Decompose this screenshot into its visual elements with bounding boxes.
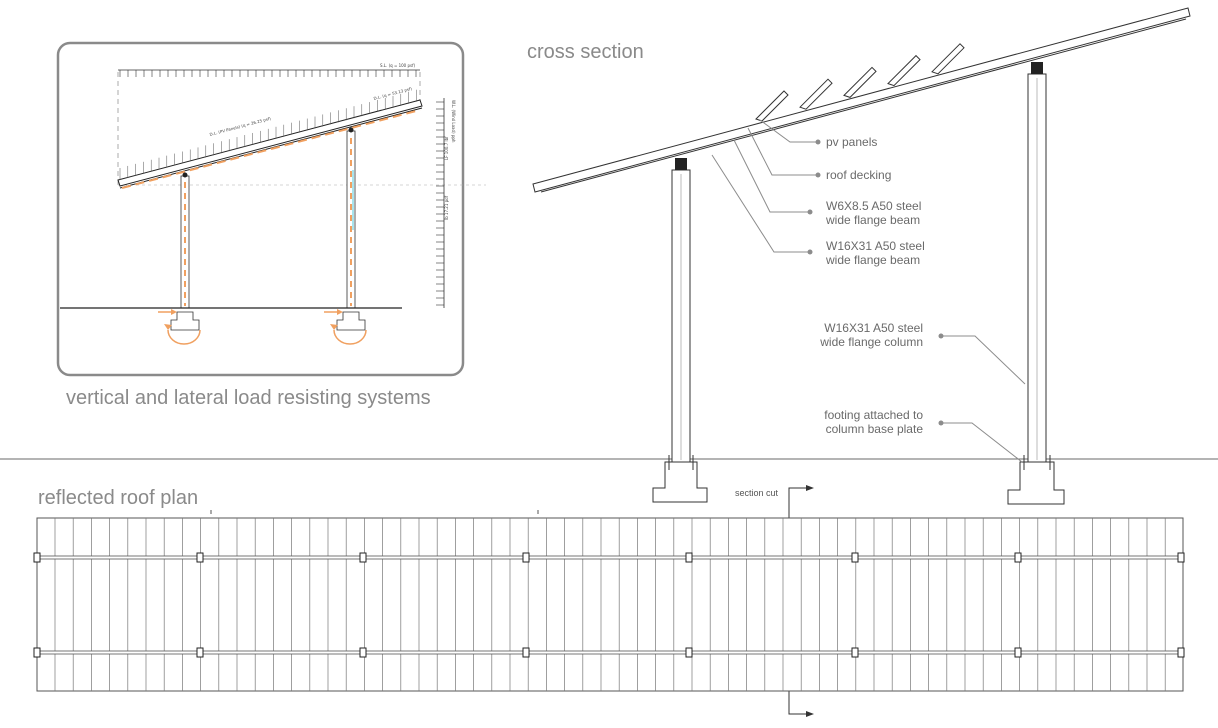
column-cap xyxy=(348,127,354,133)
callout-beam-small-line2: wide flange beam xyxy=(825,213,920,227)
pv-panel-row xyxy=(755,43,965,122)
beam-cap-tall xyxy=(1031,62,1043,74)
beam-line-upper xyxy=(36,555,1184,560)
section-cut-label: section cut xyxy=(735,488,779,498)
leader-beam-small xyxy=(733,139,810,213)
callout-pv-panels: pv panels xyxy=(826,135,877,149)
leader-dot xyxy=(815,139,821,145)
callout-beam-large-line1: W16X31 A50 steel xyxy=(826,239,925,253)
inset-footing-left xyxy=(170,311,200,331)
leader-dot xyxy=(815,172,821,178)
pv-panel xyxy=(931,43,965,75)
inset-roof xyxy=(117,99,423,187)
callout-beam-small-line1: W6X8.5 A50 steel xyxy=(826,199,921,213)
moment-reaction-arc xyxy=(333,329,367,345)
pv-panel xyxy=(887,54,921,87)
plan-column xyxy=(196,552,204,563)
beam-line-lower xyxy=(36,650,1184,655)
load-path-roof xyxy=(121,109,421,189)
arrowhead xyxy=(337,309,343,315)
footing-short xyxy=(652,461,708,503)
plan-column xyxy=(33,552,41,563)
leader-roof-decking xyxy=(747,127,818,176)
plan-column xyxy=(359,552,367,563)
arrowhead xyxy=(171,309,177,315)
plan-column xyxy=(522,647,530,658)
wind-force-a: LF 100.7 lbf xyxy=(444,136,449,160)
load-diagram-inset: S.L. (q = 100 psf) D.L. (q = 53.13 psf) … xyxy=(56,41,486,377)
plan-column xyxy=(685,647,693,658)
dead-load-arrows xyxy=(119,89,417,180)
moment-reaction-arc xyxy=(167,329,201,345)
column-cap xyxy=(182,172,188,178)
plan-column xyxy=(1177,647,1185,658)
arrowhead xyxy=(330,324,338,330)
pv-panel xyxy=(799,78,833,110)
inset-footing-right xyxy=(336,311,366,331)
plan-column xyxy=(196,647,204,658)
section-cut-arrow xyxy=(806,485,814,491)
plan-column xyxy=(685,552,693,563)
wind-load-label: W.L. (Wind Load) pph xyxy=(451,100,456,143)
inset-frame xyxy=(56,41,465,377)
leader-column xyxy=(941,335,1026,385)
leader-footing xyxy=(941,422,1023,463)
plan-column xyxy=(522,552,530,563)
section-cut-arrow xyxy=(806,711,814,717)
leader-dot xyxy=(807,249,813,255)
snow-load-label: S.L. (q = 100 psf) xyxy=(380,63,416,68)
arrowhead xyxy=(164,324,172,330)
beam-cap-short xyxy=(675,158,687,170)
plan-column xyxy=(1177,552,1185,563)
roof-decking xyxy=(532,7,1191,193)
leader-pv-panels xyxy=(759,119,818,143)
wind-load-arrows xyxy=(436,101,444,306)
roof-plan-title: reflected roof plan xyxy=(38,487,198,509)
leader-dot xyxy=(938,420,944,426)
plan-column xyxy=(33,647,41,658)
plan-column xyxy=(1014,647,1022,658)
footing-tall xyxy=(1007,461,1065,505)
load-systems-title: vertical and lateral load resisting syst… xyxy=(66,387,431,409)
snow-load-arrows xyxy=(119,70,417,77)
callout-footing-line2: column base plate xyxy=(826,422,924,436)
roof-underside xyxy=(540,18,1187,193)
leader-dot xyxy=(938,333,944,339)
roof-plan-drawing xyxy=(33,510,1185,692)
plan-columns xyxy=(33,552,1185,658)
pv-panel xyxy=(843,66,877,98)
callout-column-line1: W16X31 A50 steel xyxy=(824,321,923,335)
leader-dot xyxy=(807,209,813,215)
wind-force-b: lb 17.21 pdf xyxy=(444,195,449,220)
deck-ribs xyxy=(54,518,1166,691)
plan-column xyxy=(851,552,859,563)
plan-column xyxy=(359,647,367,658)
cross-section-title: cross section xyxy=(527,41,644,63)
callout-beam-large-line2: wide flange beam xyxy=(825,253,920,267)
roof-plan-outline xyxy=(36,517,1184,692)
callout-roof-decking: roof decking xyxy=(826,168,891,182)
callout-footing-line1: footing attached to xyxy=(824,408,923,422)
plan-column xyxy=(851,647,859,658)
leader-beam-large xyxy=(711,154,810,253)
plan-column xyxy=(1014,552,1022,563)
cross-section-drawing: pv panels roof decking W6X8.5 A50 steel … xyxy=(532,7,1191,505)
callout-column-line2: wide flange column xyxy=(819,335,923,349)
